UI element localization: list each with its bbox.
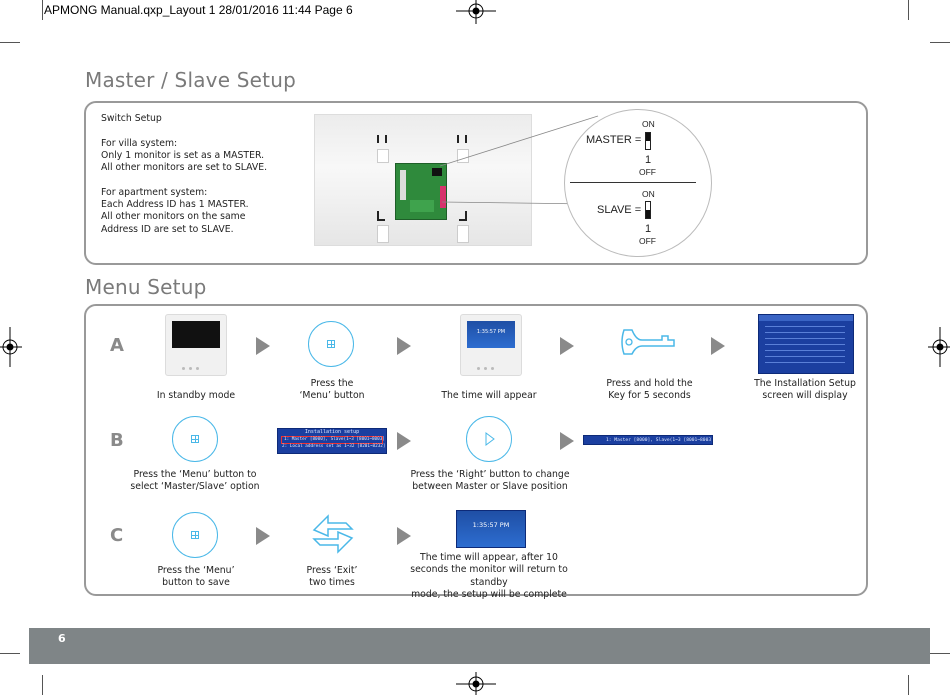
time-screen: 1:35:57 PM: [456, 510, 526, 548]
step-arrow-icon: [560, 432, 574, 450]
board-component: [410, 200, 434, 212]
step-caption: In standby mode: [156, 390, 236, 401]
circuit-board: [395, 163, 447, 220]
mount-clip-icon: [457, 135, 467, 143]
on-label: ON: [642, 119, 655, 129]
page-number: 6: [58, 632, 66, 645]
row-letter-a: A: [110, 335, 124, 356]
step-caption: Press the ‘Menu’ button to select ‘Maste…: [130, 469, 260, 493]
mount-clip-icon: [377, 211, 379, 221]
step-caption: The Installation Setup screen will displ…: [754, 378, 856, 402]
registration-mark-icon: [456, 672, 496, 695]
master-slave-title: Master / Slave Setup: [85, 68, 296, 92]
menu-setup-title: Menu Setup: [85, 275, 207, 299]
villa-line: All other monitors are set to SLAVE.: [101, 162, 268, 174]
mount-clip-icon: [465, 211, 467, 221]
dip-switch-block: [440, 186, 446, 208]
mount-clip-icon: [377, 219, 385, 221]
crop-mark: [42, 0, 43, 20]
apartment-line: Address ID are set to SLAVE.: [101, 223, 234, 235]
apartment-line: All other monitors on the same: [101, 211, 246, 223]
step-caption: The time will appear, after 10 seconds t…: [410, 552, 568, 600]
registration-mark-icon: [928, 327, 950, 367]
crop-mark: [0, 42, 20, 43]
crop-mark: [930, 653, 950, 654]
off-label: OFF: [639, 167, 656, 177]
board-chip: [432, 168, 442, 176]
switch-setup-label: Switch Setup: [101, 113, 162, 124]
villa-heading: For villa system:: [101, 137, 178, 149]
step-arrow-icon: [711, 337, 725, 355]
off-label: OFF: [639, 236, 656, 246]
master-dip-switch-icon: [645, 132, 651, 150]
print-header: APMONG Manual.qxp_Layout 1 28/01/2016 11…: [44, 3, 353, 17]
apartment-heading: For apartment system:: [101, 186, 208, 198]
step-caption: Press and hold the Key for 5 seconds: [606, 378, 693, 402]
crop-mark: [0, 653, 20, 654]
master-label: MASTER =: [586, 134, 642, 146]
step-caption: The time will appear: [441, 390, 537, 401]
mount-tab: [457, 225, 469, 243]
step-arrow-icon: [397, 527, 411, 545]
switch-divider: [570, 182, 696, 183]
row-letter-c: C: [110, 525, 124, 546]
menu-button-icon: [172, 416, 218, 462]
registration-mark-icon: [456, 0, 496, 24]
step-arrow-icon: [256, 527, 270, 545]
registration-mark-icon: [0, 327, 22, 367]
step-arrow-icon: [397, 337, 411, 355]
crop-mark: [908, 675, 909, 695]
step-caption: Press the ‘Menu’ button: [299, 378, 365, 402]
key-icon: [621, 329, 675, 355]
footer-bar: 6: [29, 628, 930, 664]
exit-arrows-icon: [312, 514, 354, 554]
mount-clip-icon: [377, 135, 387, 143]
menu-button-icon: [172, 512, 218, 558]
setup-menu-lines: [765, 323, 845, 365]
switch-zoom-circle: [564, 109, 712, 257]
crop-mark: [42, 675, 43, 695]
step-arrow-icon: [397, 432, 411, 450]
time-display: 1:35:57 PM: [472, 521, 510, 529]
step-caption: Press ‘Exit’ two times: [306, 565, 358, 589]
villa-line: Only 1 monitor is set as a MASTER.: [101, 149, 265, 161]
step-caption: Press the ‘Right’ button to change betwe…: [410, 469, 570, 493]
step-arrow-icon: [256, 337, 270, 355]
crop-mark: [908, 0, 909, 20]
step-arrow-icon: [560, 337, 574, 355]
master-slave-result-screen: 1: Master [8000], Slave(1~3 [8001~8003]: [583, 435, 713, 445]
mount-tab: [377, 225, 389, 243]
switch-number: 1: [645, 223, 652, 235]
right-button-icon: [466, 416, 512, 462]
apartment-line: Each Address ID has 1 MASTER.: [101, 199, 249, 211]
on-label: ON: [642, 189, 655, 199]
step-caption: Press the ‘Menu’ button to save: [157, 565, 235, 589]
mount-clip-icon: [459, 219, 467, 221]
screen-line: 2: Local address set as 1~32 [8201~8232]: [282, 444, 386, 449]
switch-setup-text: Switch Setup For villa system: Only 1 mo…: [101, 113, 267, 236]
screen-line-selected: 1: Master [8000], Slave(1~3 [8001~8003]: [281, 436, 385, 444]
screen-title: Installation setup: [304, 429, 360, 435]
time-display: 1:35:57 PM: [476, 329, 506, 335]
crop-mark: [930, 42, 950, 43]
monitor-standby-icon: [165, 314, 227, 376]
slave-label: SLAVE =: [597, 204, 642, 216]
zoom-connector: [439, 115, 599, 205]
board-connector: [400, 170, 406, 200]
switch-number: 1: [645, 154, 652, 166]
monitor-time-icon: 1:35:57 PM: [460, 314, 522, 376]
installation-setup-select-screen: Installation setup 1: Master [8000], Sla…: [277, 428, 387, 454]
slave-dip-switch-icon: [645, 201, 651, 219]
wall-mount-illustration: [314, 114, 532, 246]
row-letter-b: B: [110, 430, 124, 451]
installation-setup-screen: [758, 314, 854, 374]
menu-button-icon: [308, 321, 354, 367]
mount-tab: [377, 149, 389, 163]
